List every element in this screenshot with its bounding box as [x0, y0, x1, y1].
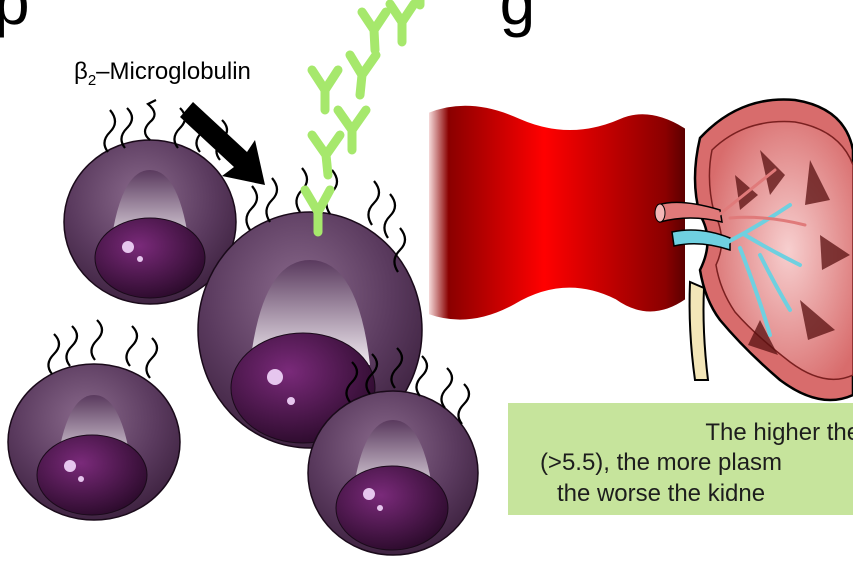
- callout-line-1: The higher the β2 m: [508, 419, 853, 450]
- callout-box: The higher the β2 m (>5.5), the more pla…: [508, 403, 853, 515]
- plasma-cell: [8, 364, 180, 520]
- antibodies: [305, 0, 420, 232]
- beta2-microglobulin-label: β2–Microglobulin: [74, 58, 251, 89]
- beta-subscript: 2: [88, 72, 96, 89]
- callout-line-2: (>5.5), the more plasm: [508, 449, 853, 477]
- microglobulin-text: –Microglobulin: [96, 58, 251, 85]
- plasma-cell: [308, 391, 478, 555]
- blood-vessel: [428, 105, 686, 321]
- callout-line-3: the worse the kidne: [508, 480, 853, 508]
- beta-symbol: β: [74, 58, 88, 85]
